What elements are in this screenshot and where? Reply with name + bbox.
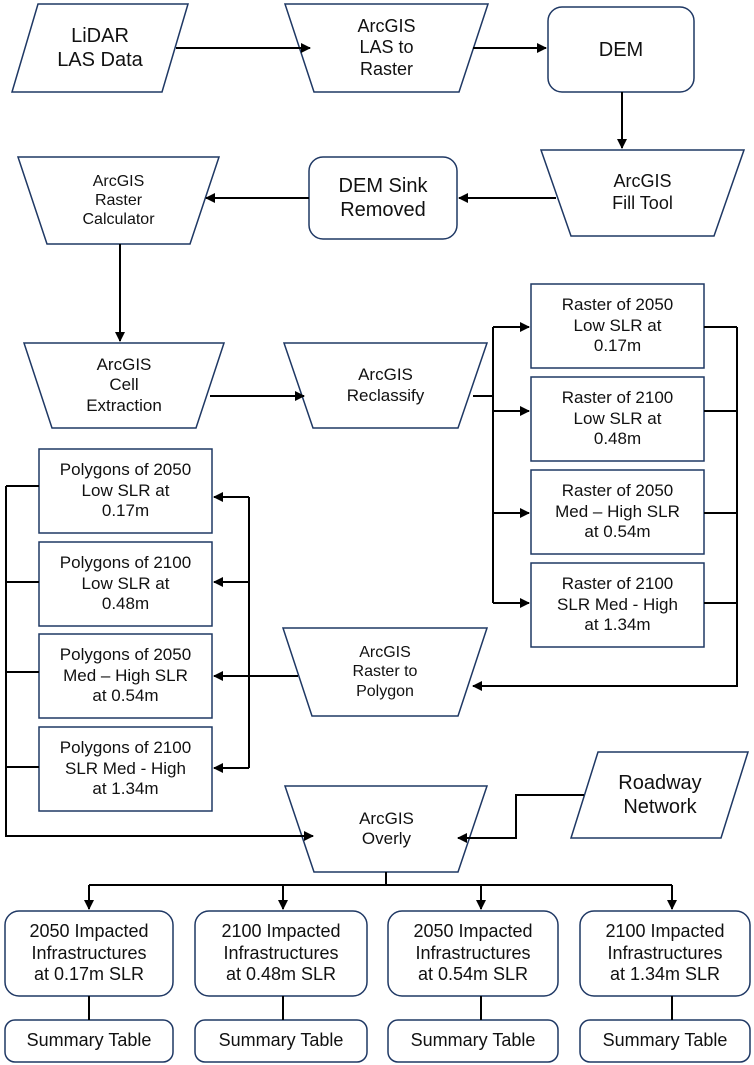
impacted-label: 2100 Impacted Infrastructures at 1.34m S… — [605, 921, 725, 985]
impacted-box — [387, 910, 559, 997]
lidar-label: LiDAR LAS Data — [57, 25, 143, 71]
raster-to-polygon-shape — [281, 627, 489, 717]
fill-tool-node: ArcGIS Fill Tool — [560, 150, 725, 236]
fill-tool-label: ArcGIS Fill Tool — [612, 171, 673, 213]
raster-box — [530, 562, 705, 648]
raster-box — [530, 283, 705, 369]
impacted-box — [579, 910, 751, 997]
impacted-node: 2050 Impacted Infrastructures at 0.54m S… — [388, 911, 558, 996]
raster-to-polygon-label: ArcGIS Raster to Polygon — [352, 644, 418, 700]
cell-extraction-shape — [22, 342, 226, 429]
raster-box — [530, 376, 705, 462]
summary-node: Summary Table — [580, 1020, 750, 1062]
raster-label: Raster of 2050 Low SLR at 0.17m — [561, 295, 674, 356]
polygon-node: Polygons of 2050 Med – High SLR at 0.54m — [39, 634, 212, 718]
raster-calculator-shape — [16, 156, 221, 245]
impacted-node: 2050 Impacted Infrastructures at 0.17m S… — [5, 911, 173, 996]
polygon-label: Polygons of 2050 Low SLR at 0.17m — [59, 460, 192, 521]
raster-label: Raster of 2100 SLR Med - High at 1.34m — [557, 574, 678, 635]
raster-label: Raster of 2050 Med – High SLR at 0.54m — [555, 481, 680, 542]
dem-label: DEM — [598, 38, 644, 61]
impacted-box — [194, 910, 368, 997]
raster-calculator-label: ArcGIS Raster Calculator — [82, 172, 155, 229]
polygon-box — [38, 633, 213, 719]
overly-label: ArcGIS Overly — [359, 808, 414, 848]
raster-calculator-node: ArcGIS Raster Calculator — [38, 157, 199, 244]
polygon-node: Polygons of 2100 Low SLR at 0.48m — [39, 542, 212, 626]
overly-node: ArcGIS Overly — [305, 786, 468, 872]
arrow-roadway-to-overly — [457, 794, 584, 843]
reclassify-label: ArcGIS Reclassify — [346, 365, 425, 405]
raster-to-polygon-node: ArcGIS Raster to Polygon — [303, 628, 467, 716]
roadway-node: Roadway Network — [586, 752, 734, 838]
raster-node: Raster of 2100 Low SLR at 0.48m — [531, 377, 704, 461]
las-to-raster-node: ArcGIS LAS to Raster — [305, 4, 468, 92]
impacted-label: 2050 Impacted Infrastructures at 0.54m S… — [413, 921, 533, 985]
roadway-label: Roadway Network — [618, 772, 702, 818]
polygon-box — [38, 726, 213, 812]
summary-label: Summary Table — [410, 1030, 536, 1051]
raster-node: Raster of 2050 Med – High SLR at 0.54m — [531, 470, 704, 554]
dem-sink-node: DEM Sink Removed — [309, 157, 457, 239]
raster-node: Raster of 2050 Low SLR at 0.17m — [531, 284, 704, 368]
cell-extraction-label: ArcGIS Cell Extraction — [86, 354, 162, 415]
overly-shape — [283, 785, 489, 873]
polygon-label: Polygons of 2100 SLR Med - High at 1.34m — [59, 738, 192, 799]
summary-box — [194, 1019, 368, 1063]
summary-label: Summary Table — [218, 1030, 344, 1051]
summary-box — [579, 1019, 751, 1063]
summary-node: Summary Table — [195, 1020, 367, 1062]
las-to-raster-shape — [283, 3, 490, 93]
raster-label: Raster of 2100 Low SLR at 0.48m — [561, 388, 674, 449]
lidar-shape — [10, 3, 190, 93]
summary-box — [387, 1019, 559, 1063]
summary-label: Summary Table — [602, 1030, 728, 1051]
polygon-box — [38, 448, 213, 534]
fill-tool-shape — [539, 149, 746, 237]
dem-sink-label: DEM Sink Removed — [338, 175, 428, 221]
las-to-raster-label: ArcGIS LAS to Raster — [357, 15, 416, 79]
dem-node: DEM — [548, 7, 694, 92]
cell-extraction-node: ArcGIS Cell Extraction — [44, 343, 204, 428]
raster-node: Raster of 2100 SLR Med - High at 1.34m — [531, 563, 704, 647]
summary-label: Summary Table — [26, 1030, 152, 1051]
arrow-polygons-to-overly — [5, 486, 314, 841]
impacted-node: 2100 Impacted Infrastructures at 1.34m S… — [580, 911, 750, 996]
impacted-label: 2100 Impacted Infrastructures at 0.48m S… — [221, 921, 341, 985]
lidar-node: LiDAR LAS Data — [30, 4, 170, 92]
polygon-label: Polygons of 2050 Med – High SLR at 0.54m — [59, 645, 192, 706]
summary-node: Summary Table — [5, 1020, 173, 1062]
arrow-rasters-to-polygonize — [472, 327, 738, 691]
roadway-shape — [569, 751, 750, 839]
polygon-node: Polygons of 2050 Low SLR at 0.17m — [39, 449, 212, 533]
raster-box — [530, 469, 705, 555]
summary-node: Summary Table — [388, 1020, 558, 1062]
impacted-label: 2050 Impacted Infrastructures at 0.17m S… — [29, 921, 149, 985]
impacted-node: 2100 Impacted Infrastructures at 0.48m S… — [195, 911, 367, 996]
polygon-node: Polygons of 2100 SLR Med - High at 1.34m — [39, 727, 212, 811]
reclassify-node: ArcGIS Reclassify — [304, 343, 467, 428]
polygon-box — [38, 541, 213, 627]
polygon-label: Polygons of 2100 Low SLR at 0.48m — [59, 553, 192, 614]
